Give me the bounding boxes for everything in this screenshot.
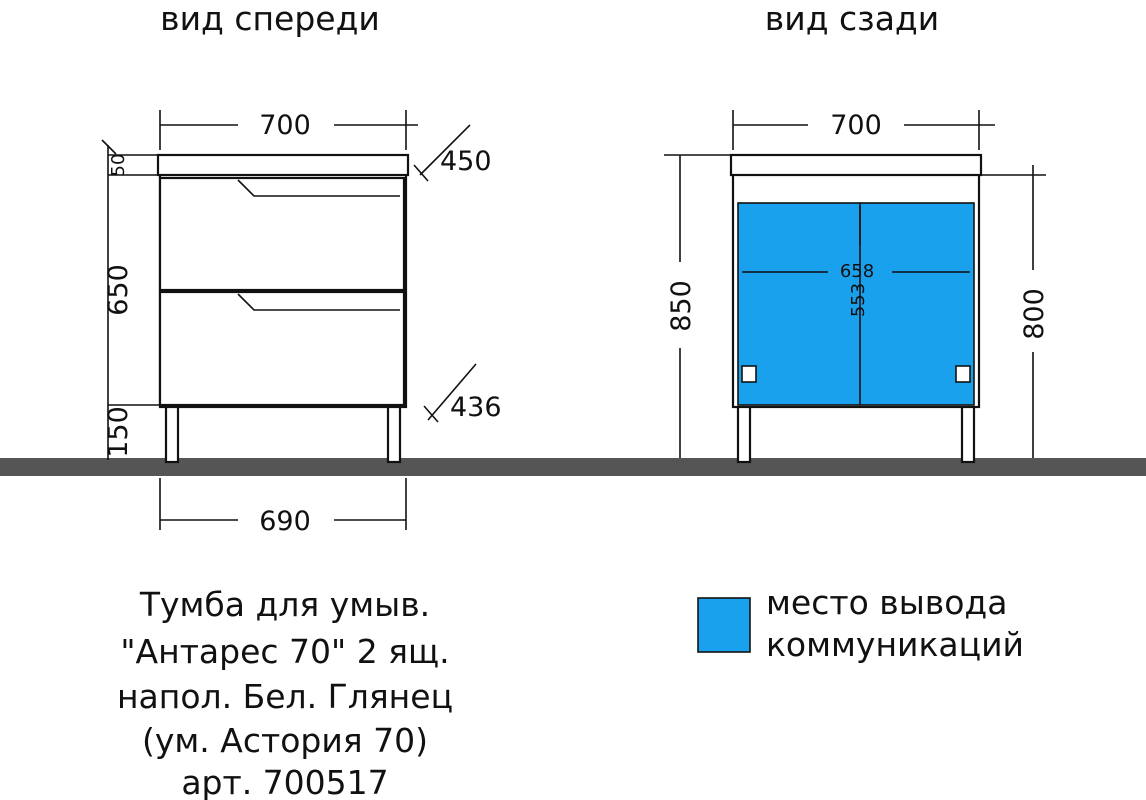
dim-depth-diagonal xyxy=(419,124,471,176)
back-view: 658 553 700 850 800 xyxy=(664,110,1050,464)
dim-front-width-bottom: 690 xyxy=(259,506,311,537)
back-communication-opening xyxy=(737,202,975,406)
caption-line-2: "Антарес 70" 2 ящ. xyxy=(120,632,449,671)
legend: место вывода коммуникаций xyxy=(697,583,1024,664)
back-left-leg xyxy=(736,403,752,464)
front-view-title: вид спереди xyxy=(160,0,380,38)
caption-line-4: (ум. Астория 70) xyxy=(142,721,428,760)
back-right-bracket xyxy=(955,365,971,383)
back-left-bracket xyxy=(741,365,757,383)
dim-back-total-height: 850 xyxy=(666,280,697,332)
dim-depth-tick xyxy=(413,164,429,182)
front-left-leg xyxy=(164,403,180,464)
back-view-title: вид сзади xyxy=(765,0,939,38)
legend-line-2: коммуникаций xyxy=(766,625,1024,664)
dim-back-body-height: 800 xyxy=(1019,288,1050,340)
dim-front-width-top: 700 xyxy=(259,110,311,141)
dim-front-leg-height: 150 xyxy=(103,406,134,458)
front-view: 700 450 436 50 650 150 690 xyxy=(101,110,502,537)
dim-front-depth-bottom: 436 xyxy=(450,392,502,423)
dim-back-opening-width: 658 xyxy=(840,261,874,282)
dim-front-top-thickness: 50 xyxy=(108,154,129,177)
legend-swatch xyxy=(697,597,751,653)
dim-depth-diagonal xyxy=(427,363,477,421)
upper-drawer-handle xyxy=(237,179,400,197)
dim-front-body-height: 650 xyxy=(103,264,134,316)
back-countertop xyxy=(729,153,983,177)
caption-line-3: напол. Бел. Глянец xyxy=(117,677,453,716)
dim-front-depth-top: 450 xyxy=(440,146,492,177)
upper-drawer xyxy=(158,176,406,292)
legend-line-1: место вывода xyxy=(766,583,1007,622)
front-countertop xyxy=(156,153,410,177)
dim-back-width-top: 700 xyxy=(830,110,882,141)
caption-line-1: Тумба для умыв. xyxy=(139,585,430,624)
back-right-leg xyxy=(960,403,976,464)
floor-line xyxy=(0,458,1146,476)
front-right-leg xyxy=(386,403,402,464)
dim-tick xyxy=(101,139,117,155)
caption-line-5: арт. 700517 xyxy=(181,763,388,800)
lower-drawer xyxy=(158,290,406,407)
dim-back-opening-height: 553 xyxy=(848,283,869,317)
product-caption: Тумба для умыв. "Антарес 70" 2 ящ. напол… xyxy=(117,585,453,800)
lower-drawer-handle xyxy=(237,293,400,311)
dim-depth-tick xyxy=(423,405,439,423)
